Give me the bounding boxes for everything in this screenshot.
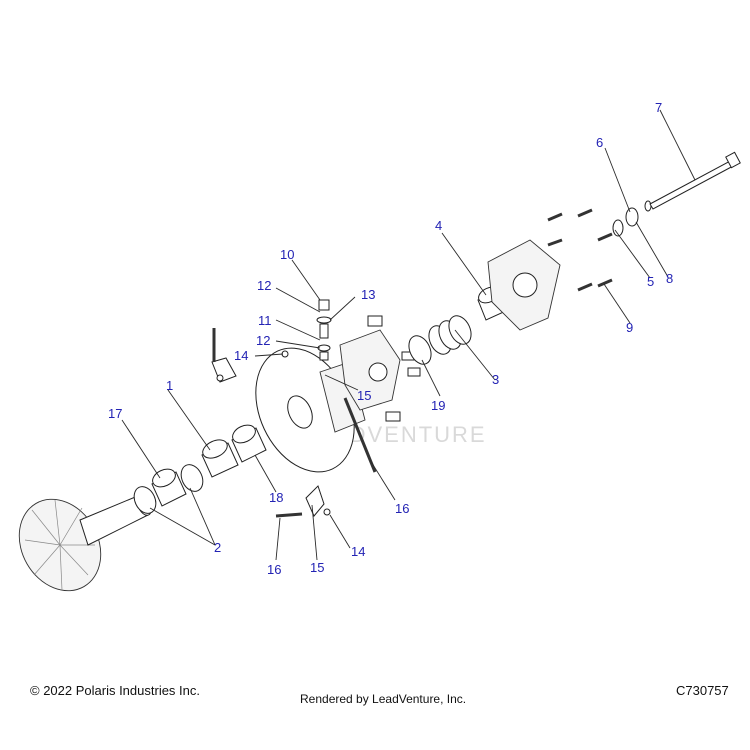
callout-1: 1 — [166, 378, 173, 393]
roller-stack — [316, 299, 332, 361]
spring — [428, 315, 472, 355]
moveable-sheave — [255, 347, 366, 473]
callout-12: 12 — [256, 333, 270, 348]
drawing-number: C730757 — [676, 683, 729, 698]
callouts: 1 2 3 4 5 6 7 8 9 10 11 12 12 13 14 14 1… — [108, 100, 673, 577]
callout-5: 5 — [647, 274, 654, 289]
rendered-by-text: Rendered by LeadVenture, Inc. — [300, 692, 467, 706]
washer — [644, 200, 652, 212]
bushing-18 — [231, 424, 267, 463]
weight — [305, 485, 325, 517]
callout-14: 14 — [351, 544, 365, 559]
nut — [216, 374, 224, 382]
washer — [612, 219, 624, 237]
spider — [339, 315, 421, 422]
leader-lines — [121, 109, 696, 561]
fixed-sheave — [18, 494, 152, 592]
retaining-bolt — [649, 151, 741, 210]
o-ring — [180, 464, 204, 492]
callout-13: 13 — [361, 287, 375, 302]
callout-7: 7 — [655, 100, 662, 115]
callout-10: 10 — [280, 247, 294, 262]
washer — [625, 207, 639, 227]
cover — [487, 239, 561, 331]
callout-4: 4 — [435, 218, 442, 233]
nut — [323, 508, 331, 516]
pin — [343, 397, 377, 473]
spring-seat — [408, 335, 432, 365]
callout-15: 15 — [310, 560, 324, 575]
o-ring — [133, 486, 157, 514]
callout-14: 14 — [234, 348, 248, 363]
callout-15: 15 — [357, 388, 371, 403]
weight — [211, 357, 237, 383]
copyright-text: © 2022 Polaris Industries Inc. — [30, 683, 200, 698]
bushing — [151, 468, 187, 507]
callout-16: 16 — [267, 562, 281, 577]
callout-9: 9 — [626, 320, 633, 335]
callout-12: 12 — [257, 278, 271, 293]
callout-2: 2 — [214, 540, 221, 555]
callout-18: 18 — [269, 490, 283, 505]
pin — [275, 512, 303, 518]
callout-8: 8 — [666, 271, 673, 286]
callout-11: 11 — [258, 313, 272, 328]
bolts — [547, 208, 613, 292]
bushing-1 — [201, 439, 239, 478]
callout-17: 17 — [108, 406, 122, 421]
callout-16: 16 — [395, 501, 409, 516]
callout-19: 19 — [431, 398, 445, 413]
callout-6: 6 — [596, 135, 603, 150]
callout-3: 3 — [492, 372, 499, 387]
